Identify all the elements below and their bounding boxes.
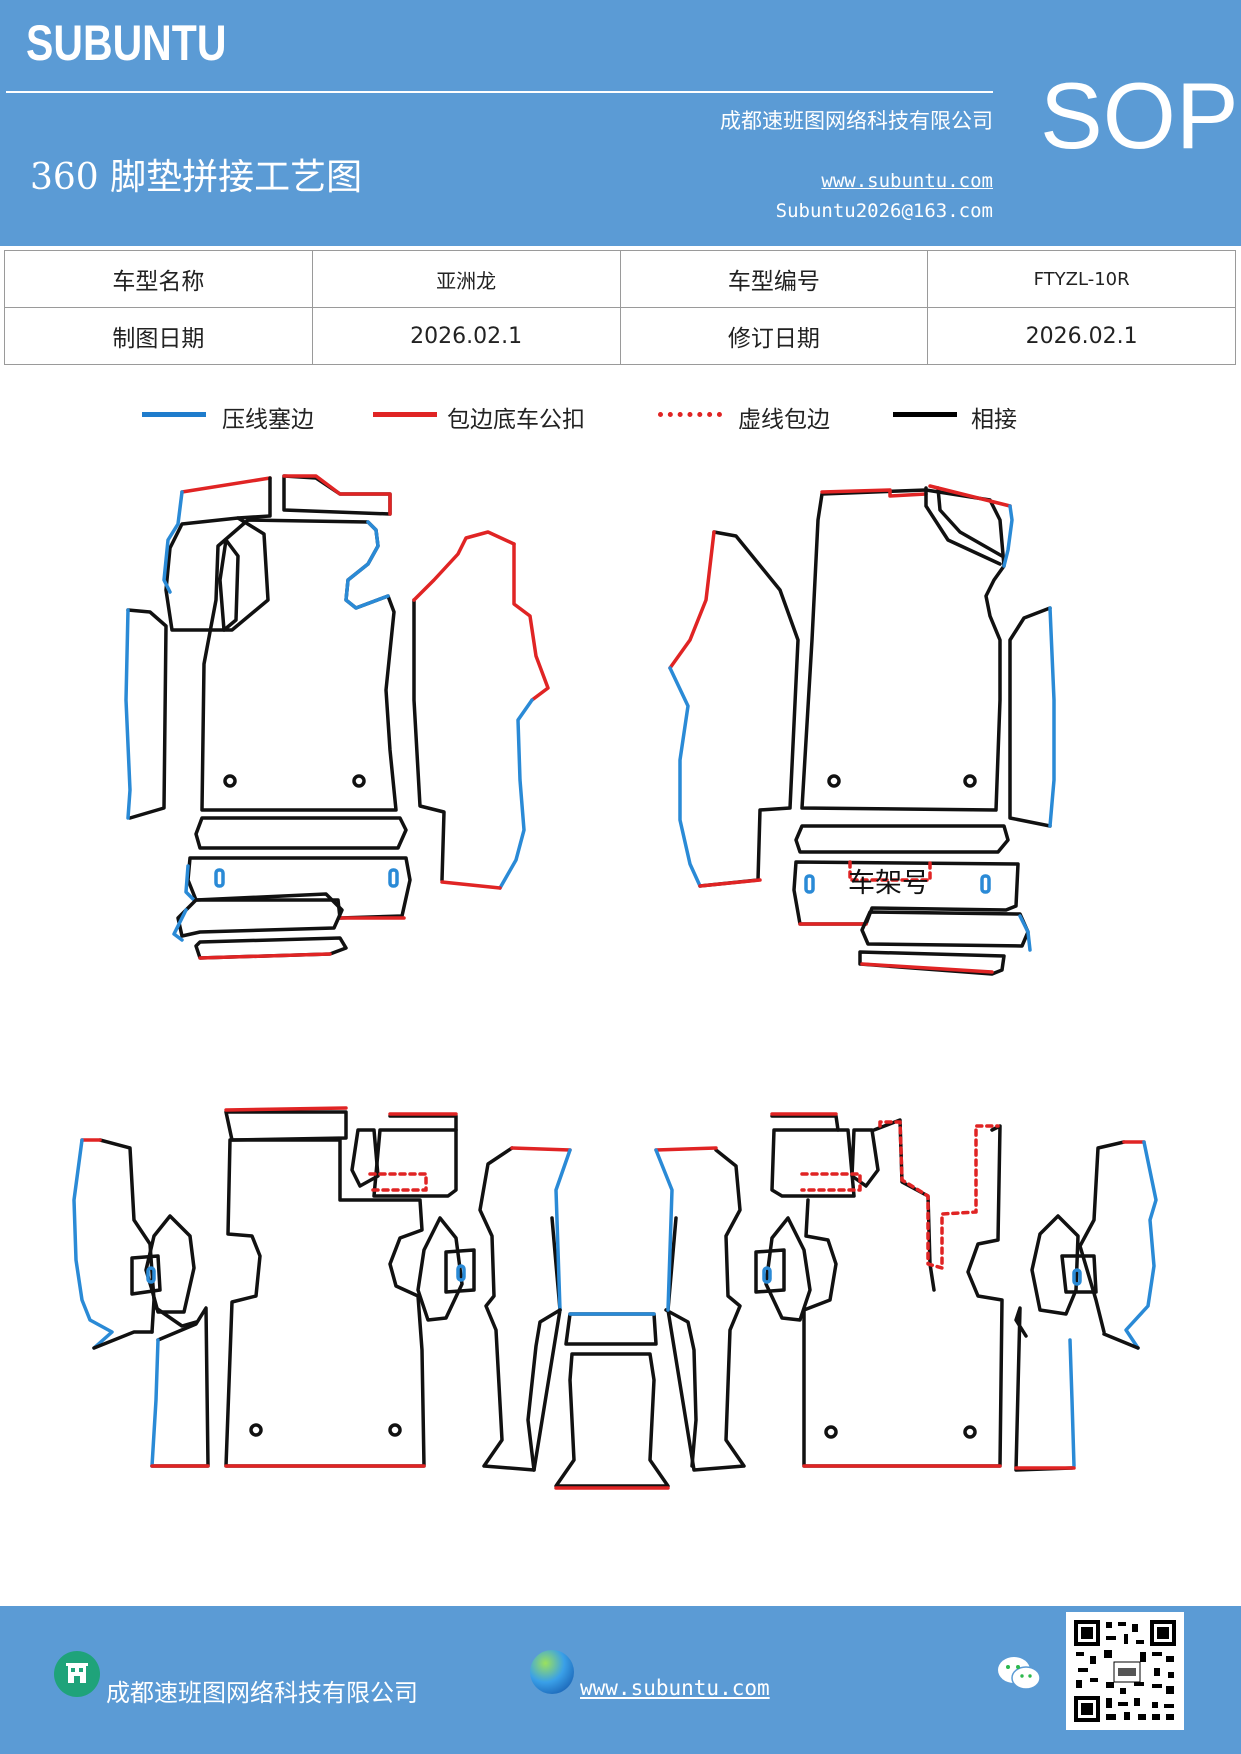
table-row: 制图日期 2026.02.1 修订日期 2026.02.1 xyxy=(4,307,1236,365)
legend-swatch-press xyxy=(142,412,206,417)
header-company-name: 成都速班图网络科技有限公司 xyxy=(720,109,993,133)
footer-company-name: 成都速班图网络科技有限公司 xyxy=(106,1679,418,1707)
sop-badge: SOP xyxy=(1040,63,1239,168)
legend-label-wrap: 包边底车公扣 xyxy=(447,407,585,433)
legend-swatch-wrap xyxy=(373,412,437,417)
header-email: Subuntu2026@163.com xyxy=(775,200,993,222)
front-right-mat xyxy=(668,484,1056,976)
legend-swatch-dotted xyxy=(658,412,722,417)
document-title: 360 脚垫拼接工艺图 xyxy=(30,157,363,198)
model-code-value: FTYZL-10R xyxy=(927,250,1236,308)
revise-date-label: 修订日期 xyxy=(619,307,929,365)
header-banner: SUBUNTU 成都速班图网络科技有限公司 360 脚垫拼接工艺图 www.su… xyxy=(0,0,1241,246)
brand-logo: SUBUNTU xyxy=(26,15,227,71)
header-divider xyxy=(6,91,993,93)
table-row: 车型名称 亚洲龙 车型编号 FTYZL-10R xyxy=(4,250,1236,308)
footer-website-link[interactable]: www.subuntu.com xyxy=(580,1676,770,1700)
header-website-link[interactable]: www.subuntu.com xyxy=(821,170,993,192)
draw-date-value: 2026.02.1 xyxy=(311,307,621,365)
revise-date-value: 2026.02.1 xyxy=(927,307,1236,365)
draw-date-label: 制图日期 xyxy=(4,307,313,365)
vehicle-info-table: 车型名称 亚洲龙 车型编号 FTYZL-10R 制图日期 2026.02.1 修… xyxy=(4,250,1236,365)
qr-code xyxy=(1066,1612,1184,1730)
legend-swatch-join xyxy=(893,412,957,417)
model-code-label: 车型编号 xyxy=(619,250,929,308)
front-left-mat xyxy=(124,474,412,960)
frame-number-label: 车架号 xyxy=(848,868,929,898)
line-legend: 压线塞边 包边底车公扣 虚线包边 相接 xyxy=(0,400,1241,440)
rear-left-mat xyxy=(72,1106,572,1472)
legend-label-join: 相接 xyxy=(971,407,1017,433)
floor-mat-diagram: 车架号 xyxy=(72,474,1158,1490)
globe-icon xyxy=(530,1650,574,1694)
rear-right-mat xyxy=(654,1112,1158,1472)
rear-center-tunnel xyxy=(526,1308,698,1490)
wechat-icon[interactable] xyxy=(996,1654,1042,1698)
building-icon xyxy=(54,1651,100,1697)
model-name-value: 亚洲龙 xyxy=(311,250,621,308)
model-name-label: 车型名称 xyxy=(4,250,313,308)
footer-banner: 成都速班图网络科技有限公司 www.subuntu.com xyxy=(0,1606,1241,1754)
legend-label-dotted: 虚线包边 xyxy=(738,407,830,433)
legend-label-press: 压线塞边 xyxy=(222,407,314,433)
front-left-side-piece xyxy=(412,530,550,890)
